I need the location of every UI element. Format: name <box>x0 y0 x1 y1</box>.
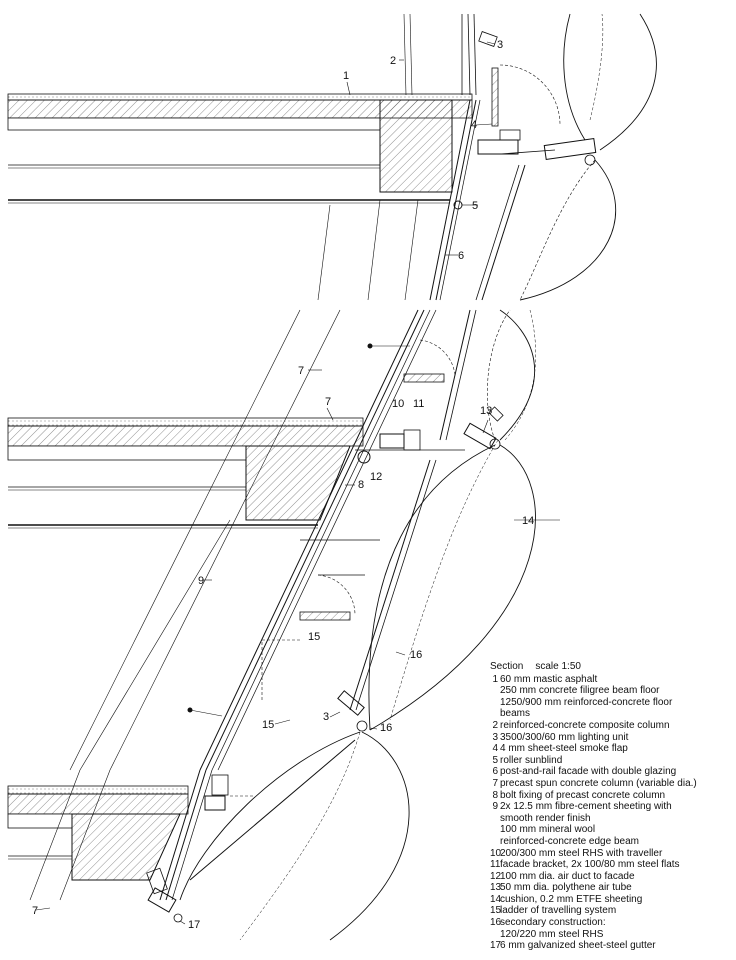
legend-number: 3 <box>492 731 498 743</box>
lower-floor-slab <box>7 785 189 881</box>
callout-number: 9 <box>198 575 204 587</box>
callout-number: 14 <box>522 515 534 527</box>
legend-number: 10 <box>490 847 502 859</box>
upper-column-and-facade <box>317 13 657 301</box>
callout-number: 16 <box>380 722 392 734</box>
legend-text: 100 mm dia. air duct to facade <box>500 870 635 882</box>
legend-number: 9 <box>492 801 498 813</box>
legend-number: 16 <box>490 917 502 929</box>
legend-text: beams <box>500 708 531 720</box>
legend-text: secondary construction: <box>500 917 606 929</box>
legend-number: 17 <box>490 940 502 952</box>
legend-number: 4 <box>492 743 498 755</box>
legend-number: 12 <box>490 870 502 882</box>
legend-number: 15 <box>490 905 502 917</box>
legend-text: 1250/900 mm reinforced-concrete floor <box>500 696 673 708</box>
callout-number: 2 <box>390 55 396 67</box>
lower-column-and-facade <box>29 731 410 941</box>
legend-number: 1 <box>492 673 498 685</box>
callout-number: 4 <box>471 119 477 131</box>
legend-text: facade bracket, 2x 100/80 mm steel flats <box>500 859 680 871</box>
legend-text: 100 mm mineral wool <box>500 824 596 836</box>
legend-text: 60 mm mastic asphalt <box>500 673 598 685</box>
callout-number: 15 <box>308 631 320 643</box>
callout-number: 15 <box>262 719 274 731</box>
callout-number: 12 <box>370 471 382 483</box>
callout-number: 6 <box>458 250 464 262</box>
callout-number: 5 <box>472 200 478 212</box>
callout-number: 10 <box>392 398 404 410</box>
middle-floor-slab <box>7 417 364 529</box>
legend-text: cushion, 0.2 mm ETFE sheeting <box>500 893 643 905</box>
legend-text: 200/300 mm steel RHS with traveller <box>500 847 663 859</box>
upper-floor-slab <box>7 93 473 204</box>
middle-column-and-facade <box>69 309 536 771</box>
legend-title: Section scale 1:50 <box>490 661 730 673</box>
legend-text: 6 mm galvanized sheet-steel gutter <box>500 940 656 952</box>
legend-text: reinforced-concrete edge beam <box>500 835 639 847</box>
legend-number: 13 <box>490 882 502 894</box>
legend-text: smooth render finish <box>500 812 591 824</box>
legend-text: post-and-rail facade with double glazing <box>500 766 677 778</box>
callout-number: 3 <box>323 711 329 723</box>
legend-text: ladder of travelling system <box>500 905 617 917</box>
callout-number: 7 <box>32 905 38 917</box>
callout-number: 8 <box>358 479 364 491</box>
legend-text: 2x 12.5 mm fibre-cement sheeting with <box>500 801 672 813</box>
callout-number: 16 <box>410 649 422 661</box>
section-title: Section <box>490 661 524 672</box>
callout-number: 17 <box>188 919 200 931</box>
callout-number: 3 <box>497 39 503 51</box>
legend-number: 11 <box>490 859 501 871</box>
legend-text: roller sunblind <box>500 754 563 766</box>
callout-number: 7 <box>298 365 304 377</box>
callout-number: 1 <box>343 70 349 82</box>
legend-number: 7 <box>492 777 498 789</box>
legend-text: 50 mm dia. polythene air tube <box>500 882 632 894</box>
legend-number: 14 <box>490 893 502 905</box>
legend-number: 6 <box>492 766 498 778</box>
legend-text: bolt fixing of precast concrete column <box>500 789 666 801</box>
callout-number: 13 <box>480 405 492 417</box>
legend-text: 3500/300/60 mm lighting unit <box>500 731 629 743</box>
callout-number: 7 <box>325 396 331 408</box>
legend-text: 120/220 mm steel RHS <box>500 928 604 940</box>
legend-text: precast spun concrete column (variable d… <box>500 777 697 789</box>
legend-text: 4 mm sheet-steel smoke flap <box>500 743 628 755</box>
legend-text: 250 mm concrete filigree beam floor <box>500 685 660 697</box>
scale-label: scale 1:50 <box>535 661 581 672</box>
callout-leaders <box>35 41 560 925</box>
legend-number: 5 <box>492 754 498 766</box>
legend-number: 8 <box>492 789 498 801</box>
callout-number: 11 <box>413 398 424 410</box>
legend-text: reinforced-concrete composite column <box>500 719 670 731</box>
legend-number: 2 <box>492 719 498 731</box>
